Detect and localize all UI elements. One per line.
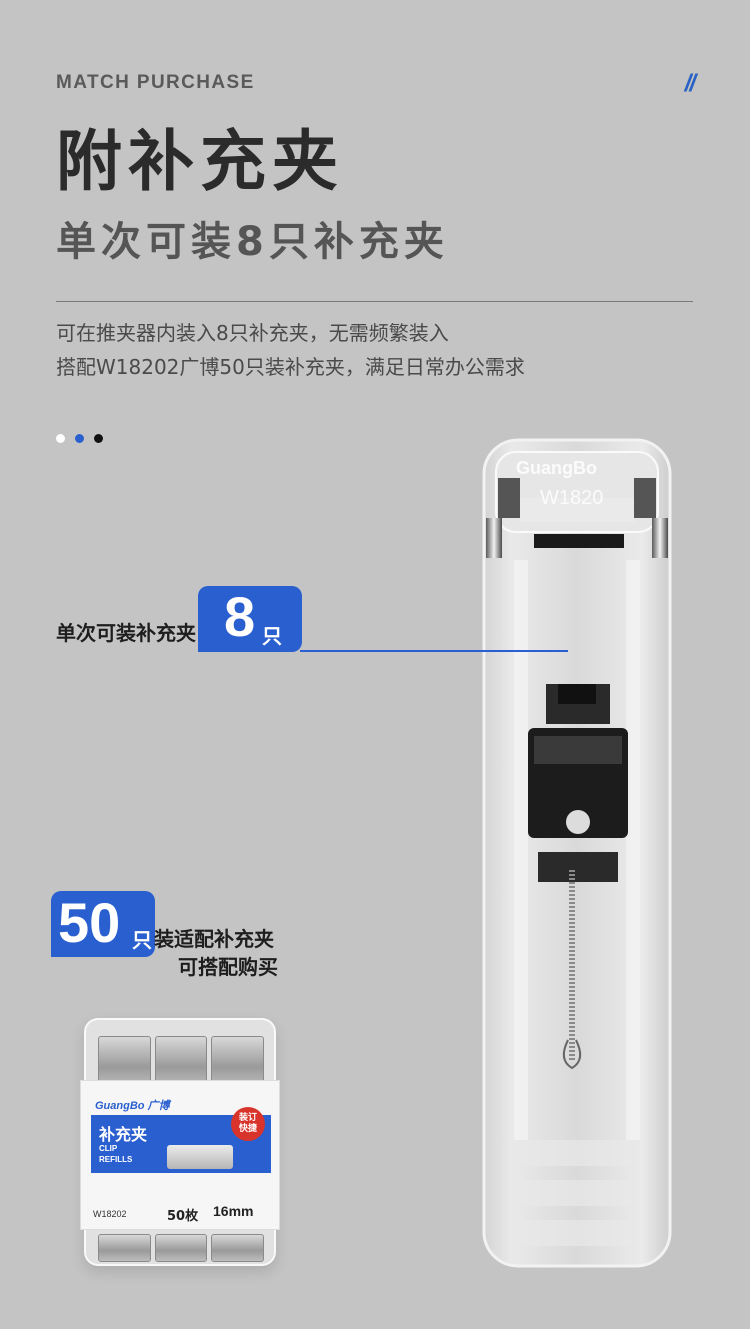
page-subtitle: 单次可装8只补充夹	[56, 219, 449, 265]
eyebrow-text: MATCH PURCHASE	[56, 72, 255, 93]
callout-leader-line	[300, 650, 568, 652]
refill-name-en: CLIP REFILLS	[99, 1143, 132, 1165]
refill-brand-logo: GuangBo 广博	[95, 1100, 170, 1112]
callout-capacity-label: 单次可装补充夹	[56, 621, 196, 645]
description-line-2: 搭配W18202广博50只装补充夹，满足日常办公需求	[56, 355, 525, 379]
callout-refill-unit: 只	[132, 928, 152, 952]
description-line-1: 可在推夹器内装入8只补充夹，无需频繁装入	[56, 321, 449, 345]
refill-size: 16mm	[213, 1203, 254, 1219]
refill-count: 50枚	[167, 1209, 199, 1224]
callout-refill-line-2: 可搭配购买	[178, 955, 278, 979]
refill-name-en-1: CLIP	[99, 1144, 118, 1153]
callout-capacity-unit: 只	[262, 624, 282, 648]
pagination-dots	[56, 434, 103, 443]
divider	[56, 301, 693, 302]
refill-name-cn: 补充夹	[99, 1125, 148, 1144]
refill-model-number: W18202	[93, 1209, 127, 1219]
stapler-brand-text: GuangBo	[516, 458, 597, 478]
badge-line-2: 快捷	[238, 1124, 257, 1134]
callout-refill-number: 50	[58, 891, 121, 954]
refill-title-band: 补充夹 CLIP REFILLS 装订 快捷	[91, 1107, 271, 1173]
pagination-dot[interactable]	[75, 434, 84, 443]
callout-refill-badge	[51, 891, 155, 957]
refill-package-image: GuangBo 广博 补充夹 CLIP REFILLS 装订 快捷 W18202…	[80, 1018, 280, 1266]
callout-refill-line-1: 装适配补充夹	[154, 927, 274, 951]
callout-capacity-badge	[198, 586, 302, 652]
refill-name-en-2: REFILLS	[99, 1155, 133, 1164]
clip-stack-top	[98, 1036, 265, 1088]
clip-icon	[167, 1145, 233, 1169]
stapler-model-text: W1820	[540, 487, 603, 509]
badge-line-1: 装订	[238, 1113, 257, 1123]
refill-package-label: GuangBo 广博 补充夹 CLIP REFILLS 装订 快捷 W18202…	[80, 1080, 280, 1230]
callout-capacity-number: 8	[224, 585, 256, 648]
pagination-dot[interactable]	[94, 434, 103, 443]
slash-decoration: //	[684, 70, 696, 97]
clip-stack-bottom	[98, 1234, 265, 1262]
quick-binding-badge: 装订 快捷	[231, 1107, 265, 1141]
pagination-dot[interactable]	[56, 434, 65, 443]
page-title: 附补充夹	[56, 123, 344, 200]
